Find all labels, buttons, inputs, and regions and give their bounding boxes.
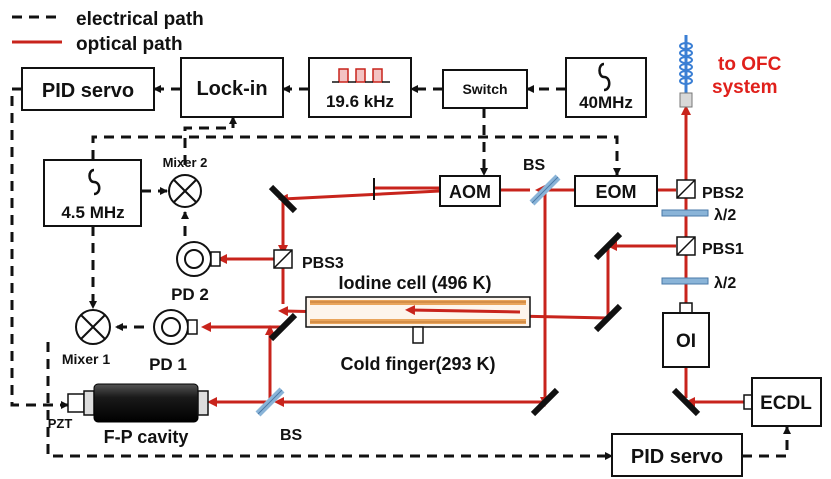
lock-in-box xyxy=(180,57,284,118)
osc-45mhz-label: 4.5 MHz xyxy=(61,203,124,222)
pd1-label: PD 1 xyxy=(149,355,187,374)
pid-servo-top-label: PID servo xyxy=(42,80,134,102)
oi-aperture-icon xyxy=(679,302,693,314)
half-wave-mid-label: λ/2 xyxy=(714,275,736,292)
photodiode-icon xyxy=(153,309,198,345)
modulation-box xyxy=(308,57,412,118)
beam-splitter-icon xyxy=(257,389,283,415)
wire-pid-ecdl xyxy=(742,426,791,458)
to-ofc-label-line2: system xyxy=(712,77,778,98)
eom-label: EOM xyxy=(595,182,636,202)
wire-osc-eom xyxy=(91,135,621,176)
half-wave-plate-icon xyxy=(661,209,709,217)
mirror-icon xyxy=(530,387,560,417)
legend: electrical path optical path xyxy=(12,9,204,55)
iodine-cell-label: Iodine cell (496 K) xyxy=(338,273,491,293)
pid-servo-top-box xyxy=(21,67,155,111)
fp-cavity-label: F-P cavity xyxy=(104,427,189,447)
mixer-icon xyxy=(75,309,111,345)
pbs1-label: PBS1 xyxy=(702,241,744,258)
fiber-coil-icon xyxy=(679,35,693,108)
mirror-icon xyxy=(593,231,623,261)
oi-box xyxy=(662,312,710,368)
wire-mixer2-lockin xyxy=(183,116,237,165)
beam-splitter-icon xyxy=(531,176,559,204)
sine-wave-icon xyxy=(598,62,611,92)
lock-in-label: Lock-in xyxy=(196,78,267,100)
ecdl-label: ECDL xyxy=(760,393,812,414)
eom-box xyxy=(574,175,658,207)
pid-servo-bottom-box xyxy=(611,433,743,477)
electrical-paths xyxy=(10,85,791,460)
mixer2-label: Mixer 2 xyxy=(163,155,208,170)
to-ofc-label-line1: to OFC xyxy=(718,54,782,75)
bs-bottom-label: BS xyxy=(280,427,303,444)
half-wave-top-label: λ/2 xyxy=(714,207,736,224)
beam-splitter-icon xyxy=(273,249,293,269)
square-pulse-icon xyxy=(332,68,390,83)
iodine-cell-icon xyxy=(305,296,531,344)
switch-box xyxy=(442,69,528,109)
mixer-icon xyxy=(168,174,202,208)
pid-servo-bottom-label: PID servo xyxy=(631,446,723,468)
sine-wave-icon xyxy=(88,168,101,196)
fp-cavity-icon xyxy=(67,383,209,423)
pbs3-label: PBS3 xyxy=(302,255,344,272)
legend-optical-label: optical path xyxy=(76,34,183,55)
beam-aom-mirror xyxy=(278,189,441,204)
aom-box xyxy=(439,175,501,207)
mirror-icon xyxy=(268,312,298,342)
rf-40mhz-label: 40MHz xyxy=(579,93,633,112)
pzt-label: PZT xyxy=(48,416,73,431)
photodiode-icon xyxy=(176,241,221,277)
ecdl-box xyxy=(751,377,822,427)
mirror-icon xyxy=(268,184,298,214)
ecdl-aperture-icon xyxy=(743,394,753,410)
wire-pid-pzt xyxy=(10,87,69,409)
rf-40mhz-box xyxy=(565,57,647,118)
beam-splitter-icon xyxy=(676,179,696,199)
beam-in-cell xyxy=(405,305,521,316)
aom-label: AOM xyxy=(449,182,491,202)
half-wave-plate-icon xyxy=(661,277,709,285)
mirror-icon xyxy=(671,387,701,417)
mixer1-label: Mixer 1 xyxy=(62,351,110,367)
mirror-icon xyxy=(593,303,623,333)
modulation-freq-label: 19.6 kHz xyxy=(326,92,394,111)
pbs2-label: PBS2 xyxy=(702,185,744,202)
wire-mixer1-pid xyxy=(46,342,613,460)
switch-label: Switch xyxy=(462,81,507,97)
cold-finger-label: Cold finger(293 K) xyxy=(340,354,495,374)
bs-top-label: BS xyxy=(523,157,546,174)
oi-label: OI xyxy=(676,331,696,352)
beam-splitter-icon xyxy=(676,236,696,256)
pd2-label: PD 2 xyxy=(171,285,209,304)
legend-electrical-label: electrical path xyxy=(76,9,204,30)
